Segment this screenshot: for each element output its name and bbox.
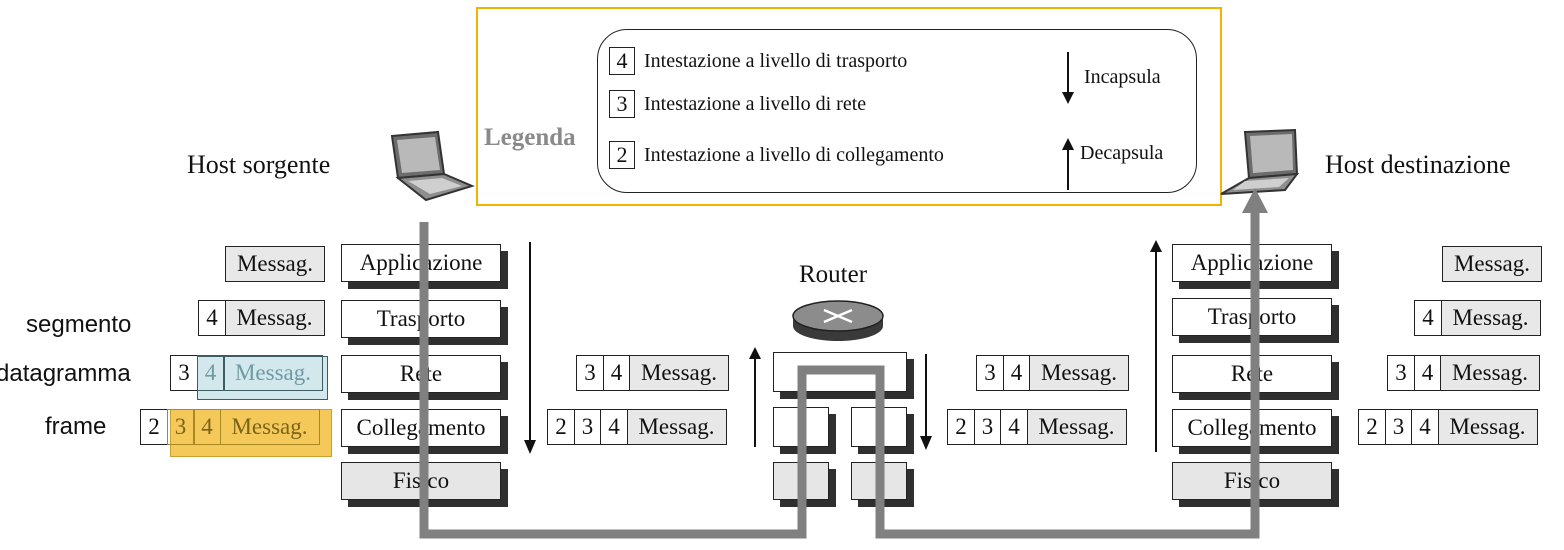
destination-host-label: Host destinazione: [1325, 150, 1511, 179]
legend-arrow-down-icon: [1062, 52, 1074, 104]
router-encapsulate-arrow-icon: [920, 354, 932, 450]
legend-arrow-up-icon: [1062, 138, 1074, 190]
legend-item-text: Intestazione a livello di trasporto: [644, 49, 908, 72]
source-datagram-packet: 3 4 Messag.: [170, 355, 323, 391]
packet-header-4: 4: [196, 355, 225, 391]
packet-message: Messag.: [629, 355, 729, 391]
legend-item-link: 2 Intestazione a livello di collegamento: [609, 141, 944, 169]
destination-datagram-packet: 3 4 Messag.: [1387, 355, 1540, 391]
packet-header-4: 4: [193, 409, 221, 445]
router-in-datagram-packet: 3 4 Messag.: [576, 355, 729, 391]
packet-message: Messag.: [1440, 355, 1540, 391]
router-out-datagram-packet: 3 4 Messag.: [976, 355, 1129, 391]
packet-header-4: 4: [198, 300, 226, 336]
packet-message: Messag.: [1440, 300, 1541, 336]
legend-item-num: 3: [609, 90, 635, 118]
packet-header-4: 4: [600, 409, 628, 445]
source-application-packet: Messag.: [225, 246, 325, 282]
packet-header-4: 4: [1000, 409, 1028, 445]
destination-decapsulate-arrow-icon: [1150, 240, 1162, 452]
packet-header-4: 4: [1414, 300, 1442, 336]
pdu-label-frame: frame: [45, 413, 107, 440]
destination-application-packet: Messag.: [1442, 246, 1542, 282]
pdu-label-segment: segmento: [26, 311, 132, 338]
router-out-frame-packet: 2 3 4 Messag.: [947, 409, 1127, 445]
legend-item-num: 4: [609, 47, 635, 75]
packet-header-4: 4: [1411, 409, 1439, 445]
packet-header-4: 4: [602, 355, 631, 391]
packet-header-2: 2: [140, 409, 168, 445]
legend-item-network: 3 Intestazione a livello di rete: [609, 90, 866, 118]
packet-header-3: 3: [1384, 409, 1413, 445]
packet-header-2: 2: [547, 409, 575, 445]
legend-box: [476, 7, 1222, 206]
packet-message: Messag.: [225, 246, 325, 282]
packet-message: Messag.: [1026, 409, 1127, 445]
source-segment-packet: 4 Messag.: [198, 300, 325, 336]
source-host-label: Host sorgente: [187, 150, 331, 179]
packet-message: Messag.: [223, 355, 323, 391]
source-encapsulate-arrow-icon: [524, 242, 536, 454]
destination-frame-packet: 2 3 4 Messag.: [1358, 409, 1538, 445]
legend-item-num: 2: [609, 141, 635, 169]
packet-header-3: 3: [973, 409, 1002, 445]
packet-header-3: 3: [170, 355, 198, 391]
packet-header-3: 3: [1387, 355, 1415, 391]
packet-message: Messag.: [1442, 246, 1542, 282]
packet-message: Messag.: [224, 300, 325, 336]
packet-message: Messag.: [626, 409, 727, 445]
legend-encapsulate-label: Incapsula: [1084, 66, 1161, 88]
legend-inner-box: [597, 29, 1197, 193]
router-decapsulate-arrow-icon: [749, 347, 761, 447]
packet-header-3: 3: [573, 409, 602, 445]
destination-laptop-icon: [1220, 128, 1300, 195]
packet-message: Messag.: [1029, 355, 1129, 391]
router-in-frame-packet: 2 3 4 Messag.: [547, 409, 727, 445]
legend-title: Legenda: [484, 124, 576, 151]
pdu-label-datagram: datagramma: [0, 360, 131, 387]
packet-header-3: 3: [166, 409, 195, 445]
legend-item-text: Intestazione a livello di collegamento: [644, 143, 944, 166]
packet-message: Messag.: [219, 409, 320, 445]
source-laptop-icon: [390, 130, 475, 202]
packet-header-4: 4: [1413, 355, 1442, 391]
legend-item-transport: 4 Intestazione a livello di trasporto: [609, 47, 907, 75]
packet-header-2: 2: [1358, 409, 1386, 445]
source-frame-packet: 2 3 4 Messag.: [140, 409, 320, 445]
legend-item-text: Intestazione a livello di rete: [644, 92, 867, 115]
router-icon: [792, 300, 884, 341]
legend-decapsulate-label: Decapsula: [1080, 142, 1164, 164]
destination-segment-packet: 4 Messag.: [1414, 300, 1541, 336]
packet-header-2: 2: [947, 409, 975, 445]
router-label: Router: [799, 261, 868, 288]
packet-message: Messag.: [1437, 409, 1538, 445]
datagram-highlight: [197, 356, 328, 400]
